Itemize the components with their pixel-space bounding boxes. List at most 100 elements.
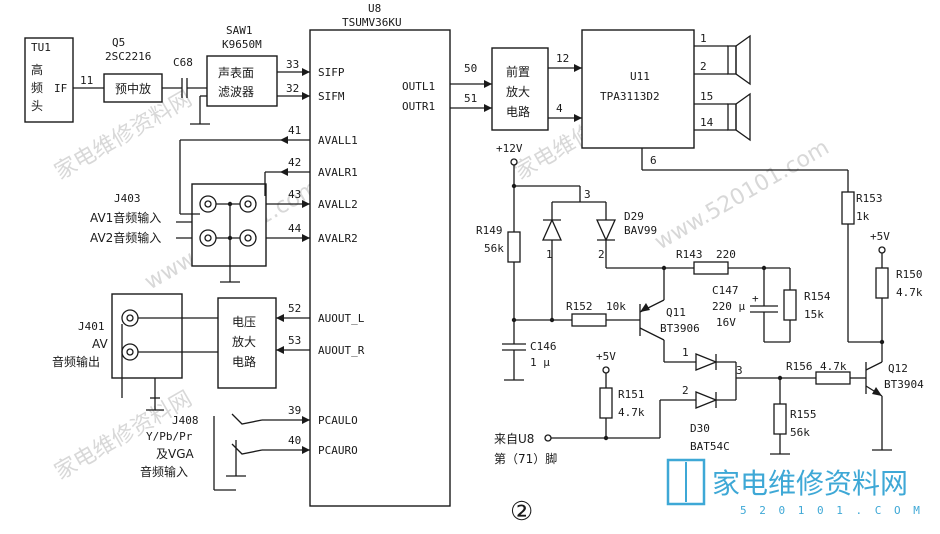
transistor-ref: Q12 <box>888 362 908 375</box>
u8-pin-42: 42 AVALR1 <box>265 156 358 179</box>
voltage-amp-block: 电压 放大 电路 <box>217 297 277 389</box>
resistor-ref: R156 <box>786 360 813 373</box>
q5-ref: Q5 <box>112 36 125 49</box>
speaker-icon <box>727 34 751 86</box>
vcc-label: +12V <box>496 142 523 155</box>
vcc-label: +5V <box>596 350 616 363</box>
tuner-ref: TU1 <box>31 41 51 54</box>
resistor-value: 56k <box>790 426 810 439</box>
pin-name: OUTR1 <box>402 100 435 113</box>
pin-name: AVALL1 <box>318 134 358 147</box>
u8-pin-50: OUTL1 50 <box>402 62 492 93</box>
ic-u8: U8 TSUMV36KU <box>309 2 451 507</box>
resistor-value: 15k <box>804 308 824 321</box>
capacitor-voltage: 16V <box>716 316 736 329</box>
capacitor-value: 1 µ <box>530 356 550 369</box>
q5-box <box>103 73 163 103</box>
tuner-box <box>24 37 74 123</box>
resistor-ref: R143 <box>676 248 703 261</box>
u8-pin-39: 39 PCAULO <box>262 404 358 427</box>
brand-logo: 家电维修资料网 5 2 0 1 0 1 . C O M <box>666 458 920 517</box>
pin-name: AVALR1 <box>318 166 358 179</box>
u8-pin-32: 32 SIFM <box>286 82 345 103</box>
resistor-value: 56k <box>484 242 504 255</box>
pin-number: 52 <box>288 302 301 315</box>
capacitor-value: 220 µ <box>712 300 745 313</box>
u8-pin-52: 52 AUOUT_L <box>276 302 365 325</box>
vamp-text: 放大 <box>232 334 256 349</box>
j408-label: 及VGA <box>156 447 195 461</box>
preamp-text: 放大 <box>506 84 530 99</box>
resistor-value: 4.7k <box>618 406 645 419</box>
j408-ref: J408 <box>172 414 199 427</box>
source-label: 第（71）脚 <box>494 451 557 466</box>
resistor-value: 220 <box>716 248 736 261</box>
pin-number: 50 <box>464 62 477 75</box>
transistor-part: BT3904 <box>884 378 924 391</box>
pin-number: 3 <box>584 188 591 201</box>
resistor-ref: R151 <box>618 388 645 401</box>
transistor-part: BT3906 <box>660 322 700 335</box>
pin-number: 3 <box>736 364 743 377</box>
preamp-q5: Q5 2SC2216 预中放 C68 <box>103 36 207 103</box>
j401-label: 音频输出 <box>52 354 100 369</box>
c68-ref: C68 <box>173 56 193 69</box>
watermark-text: www.520101.com <box>651 135 834 255</box>
pin-number: 39 <box>288 404 301 417</box>
resistor-ref: R153 <box>856 192 883 205</box>
u11-box <box>581 29 695 149</box>
q5-label: 预中放 <box>115 81 151 96</box>
pin-number: 41 <box>288 124 301 137</box>
j403-label: AV2音频输入 <box>90 230 161 245</box>
mute-circuit: +12V R149 56k 3 1 2 D29 BAV99 R143 220 <box>476 142 924 466</box>
pin-name: OUTL1 <box>402 80 435 93</box>
saw-ref: SAW1 <box>226 24 253 37</box>
saw-text: 滤波器 <box>218 85 254 99</box>
u8-pin-51: OUTR1 51 <box>402 92 492 113</box>
pin-name: PCAURO <box>318 444 358 457</box>
u8-part: TSUMV36KU <box>342 16 402 29</box>
vcc-label: +5V <box>870 230 890 243</box>
pin-number: 12 <box>556 52 569 65</box>
pin-number: 32 <box>286 82 299 95</box>
u8-pin-44: 44 AVALR2 <box>248 222 358 245</box>
pin-number: 1 <box>546 248 553 261</box>
figure-number: ② <box>510 497 533 527</box>
pin-number: 2 <box>682 384 689 397</box>
brand-name: 家电维修资料网 <box>712 467 908 500</box>
pin-number: 2 <box>598 248 605 261</box>
preamp-box <box>491 47 549 131</box>
jack-j401: J401 AV 音频输出 <box>52 293 218 411</box>
diode-part: BAV99 <box>624 224 657 237</box>
pin-number: 2 <box>700 60 707 73</box>
resistor-ref: R150 <box>896 268 923 281</box>
pin-number: 1 <box>682 346 689 359</box>
saw-text: 声表面 <box>218 66 254 80</box>
pin-number: 42 <box>288 156 301 169</box>
jack-j403: J403 AV1音频输入 AV2音频输入 <box>90 140 267 283</box>
preamp-text: 电路 <box>506 104 530 119</box>
j408-label: Y/Pb/Pr <box>146 430 193 443</box>
pin-number: 11 <box>80 74 93 87</box>
resistor-ref: R155 <box>790 408 817 421</box>
diode-part: BAT54C <box>690 440 730 453</box>
vamp-text: 电压 <box>232 315 256 329</box>
resistor-value: 4.7k <box>820 360 847 373</box>
pin-name: AVALL2 <box>318 198 358 211</box>
tuner-text: 头 <box>31 99 43 113</box>
tuner-text: 高 <box>31 62 43 77</box>
resistor-value: 4.7k <box>896 286 923 299</box>
source-label: 来自U8 <box>494 432 534 446</box>
pin-name: SIFM <box>318 90 345 103</box>
resistor-ref: R154 <box>804 290 831 303</box>
pin-number: 14 <box>700 116 714 129</box>
speaker-icon <box>727 92 751 142</box>
j403-box <box>191 183 267 267</box>
pin-number: 1 <box>700 32 707 45</box>
polarity-mark: + <box>752 292 759 305</box>
pin-name: AUOUT_R <box>318 344 365 357</box>
vamp-box <box>217 297 277 389</box>
pin-number: 15 <box>700 90 713 103</box>
tuner-tu1: TU1 高 频 头 IF 11 <box>24 37 104 123</box>
